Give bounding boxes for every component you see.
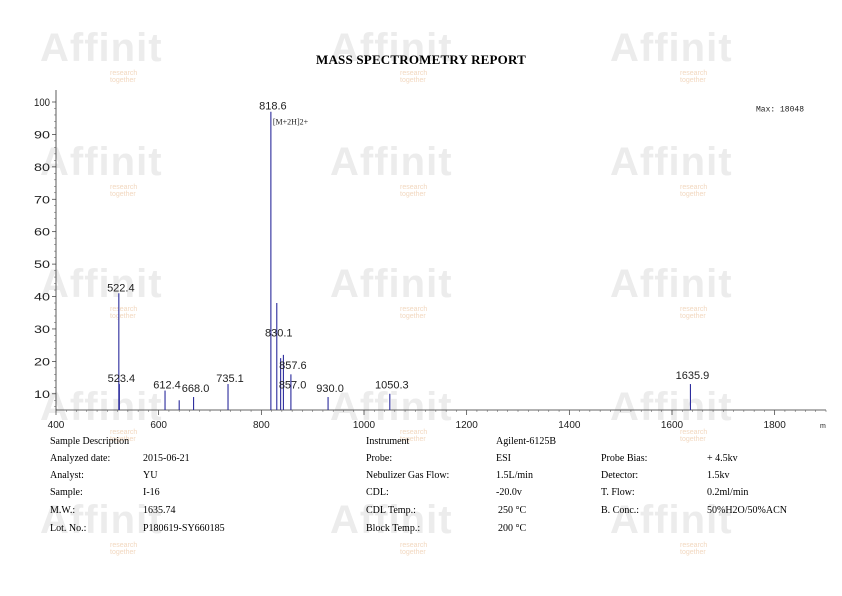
analyst-value: YU [143, 470, 158, 481]
ion-annotation: [M+2H]2+ [273, 118, 309, 127]
t-flow-value: 0.2ml/min [707, 487, 749, 498]
mw-label: M.W.: [50, 505, 76, 516]
x-tick-label: 400 [48, 420, 65, 431]
x-tick-label: 1200 [456, 420, 479, 431]
mass-spectrum-chart: 10 20 30 40 50 60 70 80 90 100 400 600 800 1000 1200 14… [34, 90, 827, 431]
lot-no-label: Lot. No.: [50, 523, 87, 534]
y-tick-label: 30 [34, 324, 50, 336]
nebulizer-gas-flow-value: 1.5L/min [496, 470, 533, 481]
t-flow-label: T. Flow: [601, 487, 635, 498]
cdl-temp-value: 250 °C [498, 505, 527, 516]
y-tick-label: 80 [34, 162, 50, 174]
cdl-value: -20.0v [496, 487, 522, 498]
b-conc-label: B. Conc.: [601, 505, 640, 516]
peak-label: 830.1 [265, 328, 293, 340]
peak-label: 1050.3 [375, 380, 409, 392]
analyzed-date-value: 2015-06-21 [143, 453, 190, 464]
max-intensity-label: Max: 18048 [756, 106, 804, 115]
analyst-label: Analyst: [50, 470, 84, 481]
y-tick-label: 40 [34, 292, 50, 304]
nebulizer-gas-flow-label: Nebulizer Gas Flow: [366, 470, 450, 481]
x-tick-label: 1000 [353, 420, 376, 431]
peak-label: 735.1 [216, 373, 244, 385]
block-temp-label: Block Temp.: [366, 523, 421, 534]
report-title: MASS SPECTROMETRY REPORT [316, 52, 526, 67]
sample-value: I-16 [143, 487, 160, 498]
peak-label: 1635.9 [676, 370, 710, 382]
x-tick-label: 1800 [764, 420, 787, 431]
instrument-label: Instrument [366, 436, 410, 447]
probe-value: ESI [496, 453, 511, 464]
y-tick-label: 100 [34, 97, 50, 109]
sample-label: Sample: [50, 487, 83, 498]
y-tick-label: 60 [34, 227, 50, 239]
mw-value: 1635.74 [143, 505, 176, 516]
x-tick-label: 600 [150, 420, 167, 431]
y-tick-label: 20 [34, 356, 50, 368]
cdl-temp-label: CDL Temp.: [366, 505, 416, 516]
analyzed-date-label: Analyzed date: [50, 453, 111, 464]
y-tick-label: 90 [34, 129, 50, 141]
peak-label: 930.0 [316, 383, 344, 395]
x-tick-label: 800 [253, 420, 270, 431]
peak-label: 522.4 [107, 282, 135, 294]
detector-label: Detector: [601, 470, 639, 481]
x-unit-label: m [820, 423, 826, 430]
y-tick-label: 50 [34, 259, 50, 271]
peak-label: 612.4 [153, 380, 181, 392]
lot-no-value: P180619-SY660185 [143, 523, 225, 534]
instrument-value: Agilent-6125B [496, 436, 556, 447]
peak-label: 818.6 [259, 101, 287, 113]
b-conc-value: 50%H2O/50%ACN [707, 505, 787, 516]
x-tick-label: 1400 [558, 420, 581, 431]
block-temp-value: 200 °C [498, 523, 527, 534]
peak-label: 523.4 [108, 373, 136, 385]
peak-label: 668.0 [182, 383, 210, 395]
y-tick-label: 10 [34, 389, 50, 401]
peak-label: 857.6 [279, 360, 307, 372]
peak-label: 857.0 [279, 380, 307, 392]
sample-description-heading: Sample Description [50, 436, 130, 447]
probe-bias-label: Probe Bias: [601, 453, 648, 464]
cdl-label: CDL: [366, 487, 389, 498]
detector-value: 1.5kv [707, 470, 730, 481]
y-tick-label: 70 [34, 194, 50, 206]
probe-bias-value: + 4.5kv [707, 453, 738, 464]
x-tick-label: 1600 [661, 420, 684, 431]
probe-label: Probe: [366, 453, 393, 464]
